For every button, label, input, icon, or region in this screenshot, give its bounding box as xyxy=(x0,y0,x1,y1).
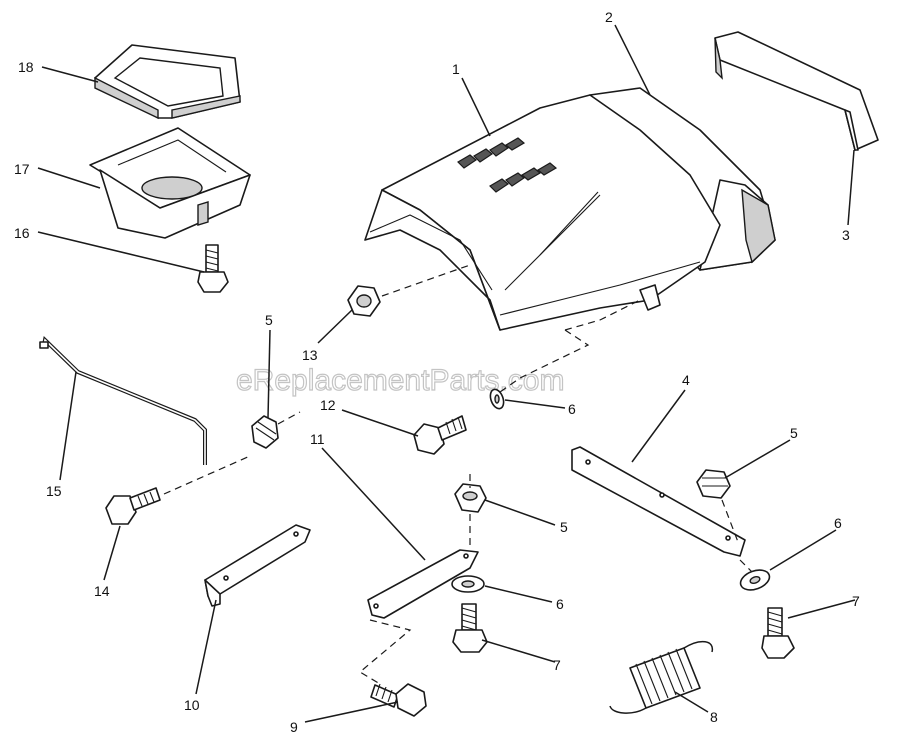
callout-13: 13 xyxy=(302,347,318,363)
callout-5-left: 5 xyxy=(265,312,273,328)
callout-3: 3 xyxy=(842,227,850,243)
hood-vent-slots xyxy=(457,137,558,193)
nut-5a-part xyxy=(251,415,279,449)
callout-11: 11 xyxy=(310,431,325,447)
callout-7-center: 7 xyxy=(553,657,561,673)
callout-9: 9 xyxy=(290,719,298,735)
callout-4: 4 xyxy=(682,372,690,388)
bracket-10-part xyxy=(204,524,311,607)
callout-10: 10 xyxy=(184,697,200,713)
bolt-7a-part xyxy=(452,603,488,653)
callout-16: 16 xyxy=(14,225,30,241)
callout-2: 2 xyxy=(605,9,613,25)
bracket-11-part xyxy=(367,549,479,619)
nut-5b-part xyxy=(696,469,731,499)
bolt-16-part xyxy=(197,244,229,293)
bracket-4-part xyxy=(571,446,746,557)
assembly-lines xyxy=(163,264,753,685)
callout-12: 12 xyxy=(320,397,336,413)
trim-panel-part xyxy=(714,31,879,151)
watermark-text: eReplacementParts.com xyxy=(236,364,564,397)
washer-6b-part xyxy=(739,569,771,591)
tray-part xyxy=(89,127,251,239)
gasket-part xyxy=(94,44,241,120)
callout-7-right: 7 xyxy=(852,593,860,609)
bolt-12-part xyxy=(413,415,467,455)
spring-part xyxy=(609,640,714,714)
washer-6c-part xyxy=(451,575,485,593)
callout-18: 18 xyxy=(18,59,34,75)
callout-6-center: 6 xyxy=(556,596,564,612)
nut-13-part xyxy=(347,285,381,317)
callout-leaders xyxy=(37,24,856,723)
callout-6-top: 6 xyxy=(568,401,576,417)
callout-5-center: 5 xyxy=(560,519,568,535)
bolt-7b-part xyxy=(761,607,795,659)
washer-6a-part xyxy=(489,388,505,410)
callout-labels: 1 2 3 4 5 5 5 6 6 6 7 7 8 9 10 11 12 13 … xyxy=(14,9,860,735)
nut-5c-part xyxy=(454,483,487,513)
callout-6-right: 6 xyxy=(834,515,842,531)
callout-1: 1 xyxy=(452,61,460,77)
bolt-9-part xyxy=(370,683,427,717)
callout-8: 8 xyxy=(710,709,718,725)
callout-17: 17 xyxy=(14,161,30,177)
hood-part xyxy=(364,87,776,331)
callout-15: 15 xyxy=(46,483,62,499)
bolt-14-part xyxy=(105,487,161,525)
callout-14: 14 xyxy=(94,583,110,599)
callout-5-right: 5 xyxy=(790,425,798,441)
rod-part xyxy=(39,336,207,465)
